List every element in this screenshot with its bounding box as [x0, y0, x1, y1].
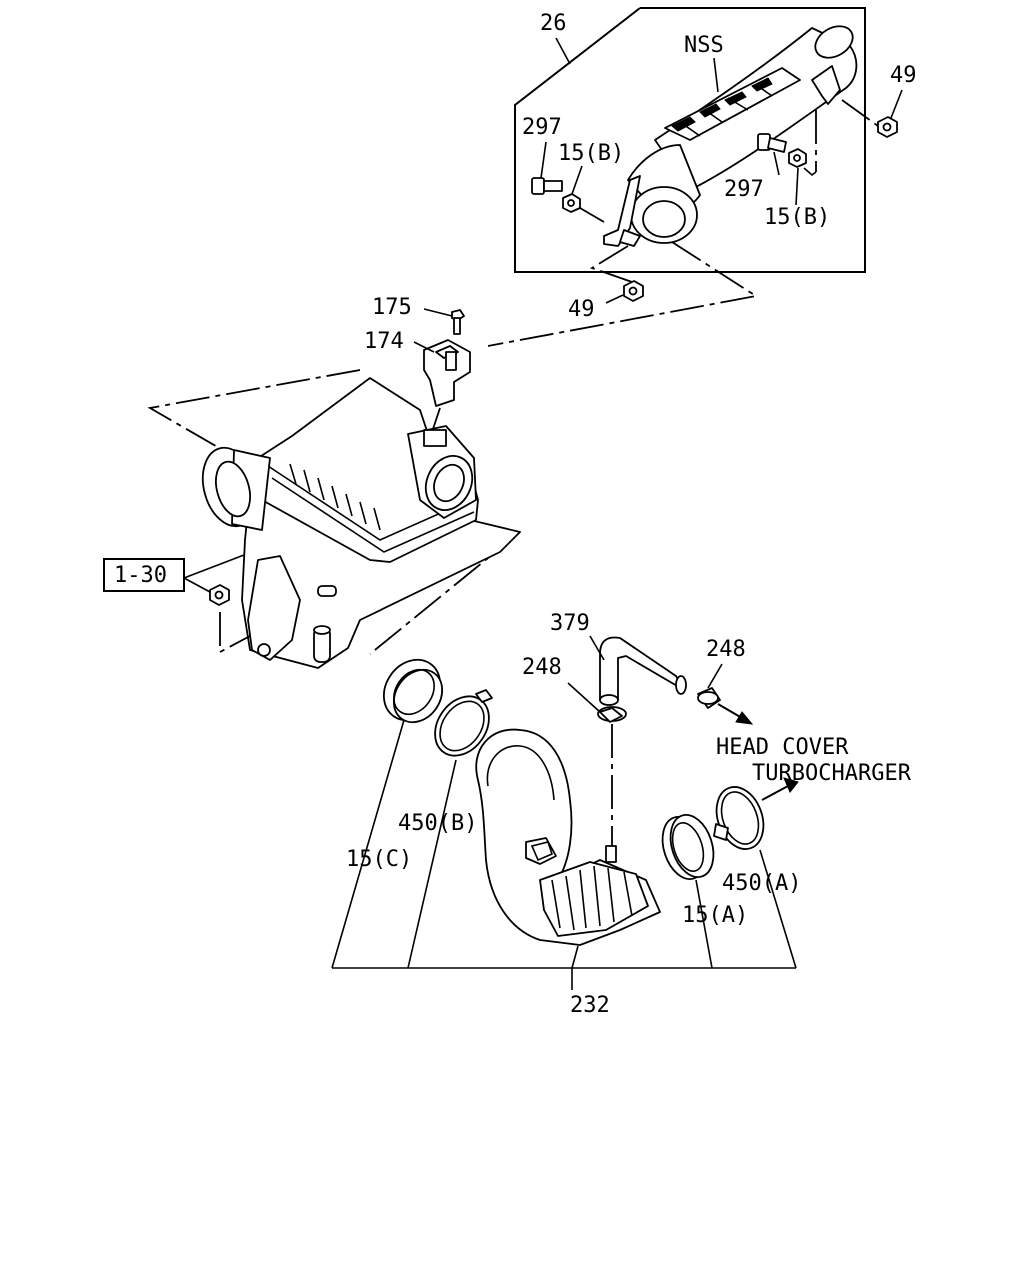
band-450a-icon — [713, 786, 765, 850]
callout-248-right: 248 — [706, 637, 746, 662]
callout-174: 174 — [364, 329, 404, 354]
bolt-297-left-icon — [531, 177, 563, 195]
nut-15b-left-icon — [562, 193, 581, 213]
callout-297-right: 297 — [724, 177, 764, 202]
clip-248-left-icon — [567, 682, 627, 846]
maf-sensor-174 — [413, 339, 471, 407]
duct-to-filter-leader — [487, 241, 759, 347]
callout-175: 175 — [372, 295, 412, 320]
nut-15b-right-icon — [788, 148, 807, 168]
bottom-leaders — [331, 719, 797, 990]
callout-nss: NSS — [684, 33, 724, 58]
intake-hose-232 — [475, 728, 661, 946]
clip-248-right-icon — [697, 663, 723, 709]
nut-49-right-icon — [841, 89, 903, 138]
nut-49-mid-icon — [589, 245, 644, 304]
ref-1-30-box — [103, 558, 185, 592]
callout-15c: 15(C) — [346, 847, 412, 872]
callout-49-top: 49 — [890, 63, 917, 88]
label-turbocharger: TURBOCHARGER — [752, 761, 912, 786]
callout-15b-left: 15(B) — [558, 141, 624, 166]
callout-26: 26 — [540, 11, 567, 36]
label-head-cover: HEAD COVER — [716, 735, 849, 760]
callout-450a: 450(A) — [722, 871, 801, 896]
callout-15b-right: 15(B) — [764, 205, 830, 230]
callout-15a: 15(A) — [682, 903, 748, 928]
clamp-15a-icon — [661, 814, 715, 880]
nut-1-30-icon — [183, 554, 251, 654]
callout-379: 379 — [550, 611, 590, 636]
callout-1-30: 1-30 — [114, 563, 167, 588]
air-duct-part-26 — [603, 25, 858, 247]
callout-450b: 450(B) — [398, 811, 477, 836]
inset-frame — [514, 7, 866, 273]
air-cleaner-assembly — [147, 369, 521, 669]
breather-pipe-379 — [589, 635, 687, 706]
screw-175-icon — [423, 308, 465, 335]
band-450b-icon — [434, 689, 493, 757]
callout-49-mid: 49 — [568, 297, 595, 322]
callout-232: 232 — [570, 993, 610, 1018]
callout-248-left: 248 — [522, 655, 562, 680]
arrow-to-turbocharger-icon — [761, 777, 799, 801]
bolt-297-right-icon — [757, 133, 787, 153]
duct-assembly-inset — [514, 7, 866, 273]
clamp-15c-icon — [382, 658, 444, 724]
arrow-to-head-cover-icon — [717, 703, 754, 725]
callout-297-left: 297 — [522, 115, 562, 140]
